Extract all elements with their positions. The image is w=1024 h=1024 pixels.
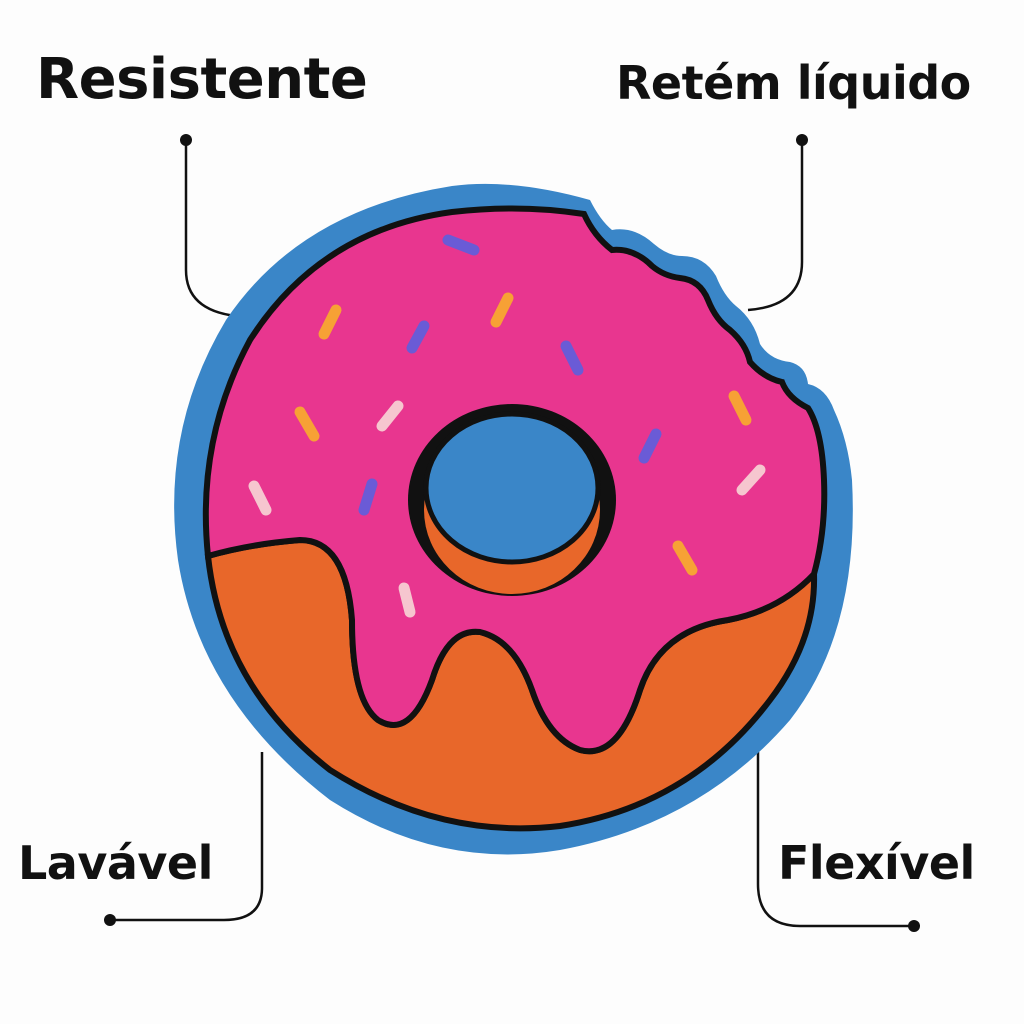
label-retem-liquido: Retém líquido <box>616 56 971 110</box>
sprinkle <box>318 304 342 340</box>
leader-dot-flexivel <box>908 920 920 932</box>
leader-dot-lavavel <box>104 914 116 926</box>
donut-hole <box>423 411 601 565</box>
leader-lines <box>110 140 914 928</box>
leader-line-retem <box>747 140 804 312</box>
sprinkles <box>248 234 766 618</box>
sprinkle <box>728 390 752 426</box>
sprinkle <box>490 292 514 328</box>
sprinkle <box>638 428 662 464</box>
sprinkle <box>248 480 272 516</box>
sprinkle <box>398 582 416 618</box>
sprinkle <box>294 406 320 442</box>
label-resistente: Resistente <box>36 47 368 112</box>
leader-line-resistente <box>184 140 237 318</box>
leader-line-flexivel <box>756 752 914 928</box>
leader-dot-resistente <box>180 134 192 146</box>
sprinkle <box>560 340 584 376</box>
sprinkle <box>442 234 480 256</box>
label-flexivel: Flexível <box>778 836 975 890</box>
leader-dot-retem <box>796 134 808 146</box>
sprinkle <box>358 478 378 516</box>
sprinkle <box>376 400 404 432</box>
sprinkle <box>672 540 698 576</box>
sprinkle <box>406 320 430 354</box>
donut-body <box>174 183 853 855</box>
label-lavavel: Lavável <box>18 836 213 890</box>
leader-line-lavavel <box>110 752 264 922</box>
leader-dots <box>104 134 920 932</box>
sprinkle <box>736 464 766 496</box>
